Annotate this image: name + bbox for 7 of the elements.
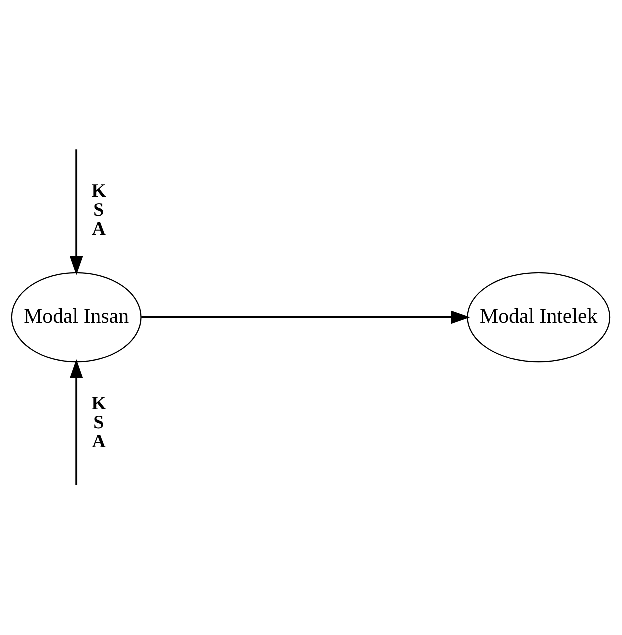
arrow [70, 359, 84, 486]
edge-label: K S A [92, 394, 107, 453]
arrow [70, 150, 84, 276]
node-ellipse: Modal Intelek [467, 272, 611, 363]
edge-label: K S A [92, 180, 107, 240]
node-ellipse: Modal Insan [11, 272, 142, 363]
arrow [142, 310, 470, 324]
